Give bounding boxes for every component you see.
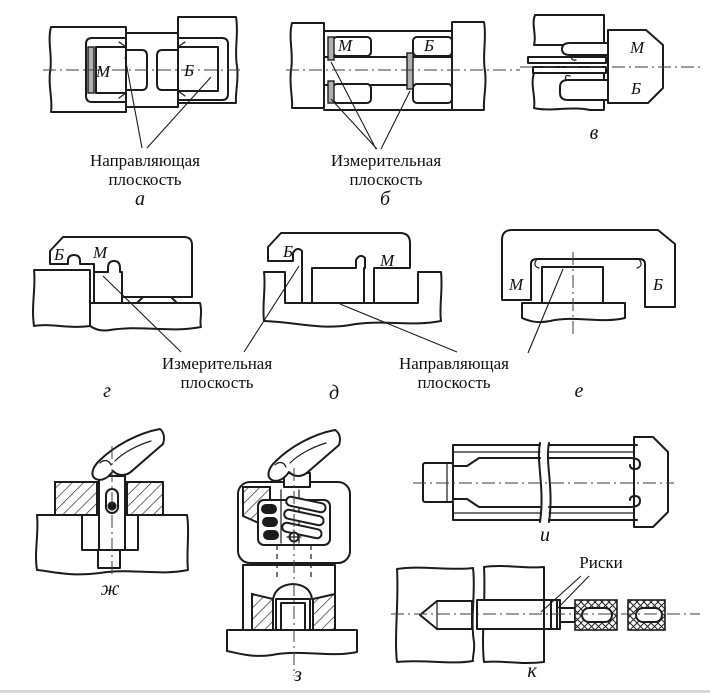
gauge-slot-b-outer <box>177 37 229 101</box>
caption-measuring-plane-g: Измерительная плоскость <box>161 354 273 393</box>
jaw-b-top <box>412 36 453 57</box>
label-b: Б <box>53 245 64 264</box>
flange-left <box>289 22 325 109</box>
leader-lines <box>540 575 590 613</box>
break-lines <box>537 442 552 523</box>
jaw-b <box>559 79 609 101</box>
dome-profile <box>272 583 313 600</box>
rod-neck <box>559 607 576 623</box>
caption-guiding-plane-a: Направляющая плоскость <box>89 151 200 190</box>
workpiece-upper-block <box>532 14 605 46</box>
label-m: М <box>95 62 111 81</box>
workpiece-channel <box>262 271 443 328</box>
panel-b-drawing: М Б <box>286 21 520 150</box>
panel-letter-z: з <box>294 664 302 686</box>
gauge-body <box>49 236 193 298</box>
panel-k-drawing <box>391 565 700 664</box>
rod-right-core-hooks <box>548 457 641 508</box>
panel-g-drawing: Б М <box>32 236 203 353</box>
panel-d-drawing: Б М <box>243 232 458 353</box>
label-b: Б <box>282 242 293 261</box>
jaw-b-bottom <box>412 83 453 104</box>
center-point <box>419 600 473 630</box>
gauge-head <box>633 436 669 528</box>
label-m: М <box>337 36 353 55</box>
panel-z-drawing <box>226 429 358 676</box>
shaft-surface-top <box>527 56 607 64</box>
measuring-face-b <box>406 52 414 90</box>
label-b: Б <box>423 36 434 55</box>
spring-coil <box>285 495 327 514</box>
panel-v-drawing: М Б <box>520 14 702 111</box>
lower-hatch-left <box>251 592 274 631</box>
page-edge-artifact <box>0 690 710 693</box>
handle-slot-left <box>581 607 613 623</box>
gauge-outer-edges <box>323 30 453 111</box>
caption-marks-k: Риски <box>579 553 623 572</box>
caption-measuring-plane-b: Измерительная плоскость <box>330 151 442 190</box>
panel-e-drawing: М Б <box>501 229 676 354</box>
leader-lines <box>330 61 411 150</box>
finger <box>91 428 165 481</box>
gauge-slot-m-outer <box>85 37 127 103</box>
leader-line <box>527 268 564 354</box>
jaw-m-bottom <box>332 83 372 104</box>
slot-pin <box>107 501 117 511</box>
panel-letter-k: к <box>527 660 537 682</box>
spring-end-coil <box>262 517 278 527</box>
rod-left-outer <box>452 444 541 521</box>
bore-inner <box>280 602 306 631</box>
finger <box>267 429 341 482</box>
panel-letter-e: е <box>574 380 584 402</box>
shaft-surface-bottom <box>532 66 607 74</box>
label-m: М <box>92 243 108 262</box>
panel-a-drawing: М Б <box>43 16 242 149</box>
lower-hatch-right <box>312 592 336 631</box>
base-plate <box>226 629 358 657</box>
label-b: Б <box>652 275 663 294</box>
panel-letter-g: г <box>103 380 111 402</box>
measuring-face-m-bottom <box>327 80 335 104</box>
leader-lines <box>243 265 458 353</box>
panel-letter-a: а <box>135 188 145 210</box>
panel-zh-drawing <box>35 428 190 577</box>
spring-coil <box>281 521 323 540</box>
panel-letter-b: б <box>379 188 391 210</box>
panel-letter-i: и <box>540 524 550 546</box>
gauge-body <box>267 232 411 304</box>
leader-line <box>102 275 182 353</box>
measuring-face-m-top <box>327 36 335 61</box>
label-m: М <box>379 251 395 270</box>
leader-lines <box>124 56 212 149</box>
rod-left-core <box>452 457 541 508</box>
panel-i-drawing <box>413 436 674 528</box>
bushing-right-hatched <box>126 481 164 516</box>
workpiece-base <box>521 302 626 324</box>
gauge-saddle <box>501 229 676 308</box>
flange-right <box>451 21 487 111</box>
spring-end-coil <box>261 504 277 514</box>
label-b: Б <box>630 79 641 98</box>
caption-guiding-plane-d: Направляющая плоскость <box>398 354 509 393</box>
hidden-plunger-lines <box>276 545 312 580</box>
gauge-leg <box>93 271 123 304</box>
bushing-left-hatched <box>54 481 98 516</box>
workpiece-block <box>35 514 190 576</box>
label-b: Б <box>183 61 194 80</box>
label-m: М <box>629 38 645 57</box>
jaw-m <box>561 42 609 56</box>
panel-letter-zh: ж <box>100 578 120 600</box>
workpiece-step-block <box>32 269 91 328</box>
handle-slot-right <box>635 607 663 623</box>
label-m: М <box>508 275 524 294</box>
panel-letter-v: в <box>589 122 599 144</box>
rod-right-outer <box>548 444 638 521</box>
panel-letter-d: д <box>328 382 340 404</box>
spring-coil <box>283 508 325 527</box>
spring-end-coil <box>263 530 279 540</box>
shaft-edges <box>323 56 453 86</box>
